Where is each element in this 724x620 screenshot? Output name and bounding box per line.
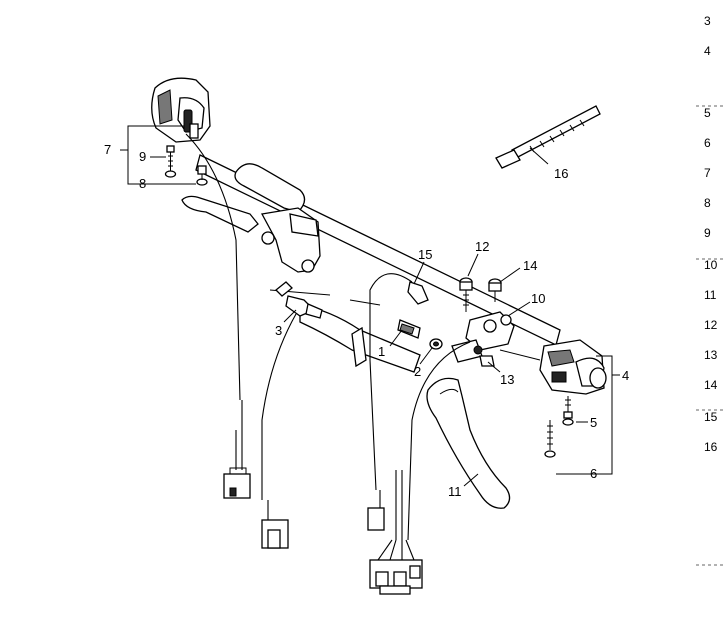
lever-perch-10	[451, 311, 515, 363]
ref-number: 15	[704, 410, 718, 424]
callout-labels: 7 9 8 16 12 14 15 10 1 2 3 13 4 5 6 11	[104, 142, 629, 499]
part-2	[429, 338, 443, 350]
callout-1: 1	[378, 344, 385, 359]
ref-number: 6	[704, 136, 711, 150]
left-lever-assembly	[181, 195, 321, 297]
cable-tie-16	[495, 105, 601, 169]
callout-15: 15	[418, 247, 432, 262]
nut-13	[479, 355, 495, 367]
ref-number: 11	[704, 288, 717, 302]
screw-9	[164, 145, 177, 178]
callout-5: 5	[590, 415, 597, 430]
switch-3	[261, 295, 323, 549]
callout-11: 11	[448, 484, 462, 499]
ref-number: 14	[704, 378, 718, 392]
callout-2: 2	[414, 364, 421, 379]
callout-3: 3	[275, 323, 282, 338]
reference-column: 3 4 5 6 7 8 9 10 11 12 13 14 15 16	[696, 14, 724, 566]
screw-6	[544, 420, 556, 458]
ref-number: 13	[704, 348, 718, 362]
left-switch-housing	[151, 77, 211, 143]
callout-4: 4	[622, 368, 629, 383]
callout-13: 13	[500, 372, 514, 387]
callout-6: 6	[590, 466, 597, 481]
bolt-12	[459, 277, 473, 312]
screw-8	[196, 165, 208, 186]
callout-8: 8	[139, 176, 146, 191]
bolt-14	[488, 278, 502, 302]
ref-number: 4	[704, 44, 711, 58]
screw-5	[562, 396, 574, 426]
ref-number: 5	[704, 106, 711, 120]
callout-16: 16	[554, 166, 568, 181]
callout-10: 10	[531, 291, 545, 306]
switch-15	[367, 273, 429, 531]
part-1	[397, 319, 421, 339]
right-switch-housing	[499, 339, 607, 395]
ref-number: 16	[704, 440, 718, 454]
callout-9: 9	[139, 149, 146, 164]
right-lever-11	[395, 341, 511, 541]
handlebar	[195, 154, 561, 373]
left-switch-wire	[185, 133, 251, 499]
ref-number: 12	[704, 318, 718, 332]
callout-12: 12	[475, 239, 489, 254]
ref-number: 7	[704, 166, 711, 180]
ref-number: 9	[704, 226, 711, 240]
leader-lines	[120, 125, 620, 487]
callout-7: 7	[104, 142, 111, 157]
ref-number: 8	[704, 196, 711, 210]
ref-number: 10	[704, 258, 718, 272]
callout-14: 14	[523, 258, 537, 273]
multi-connector	[369, 539, 423, 595]
ref-number: 3	[704, 14, 711, 28]
